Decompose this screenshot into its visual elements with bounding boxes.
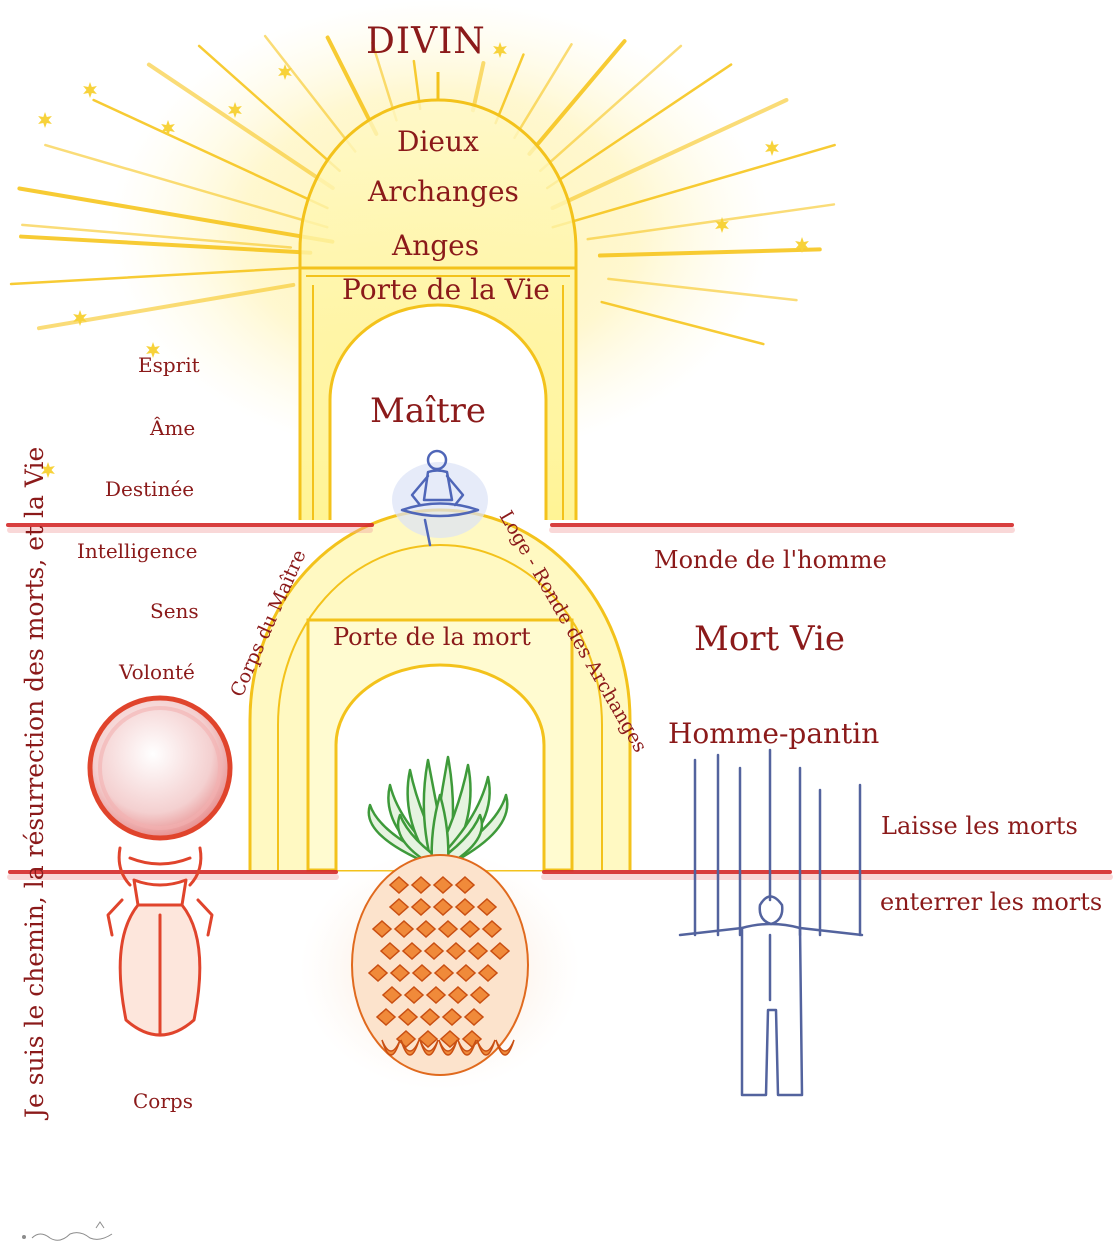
gate-life: Porte de la Vie [342,276,550,304]
signature-icon [23,1222,113,1240]
left-item-volonte: Volonté [119,662,195,682]
tier-archanges: Archanges [368,178,519,206]
master-label: Maître [370,394,486,428]
left-item-destinee: Destinée [105,479,194,499]
sphere-icon [90,698,230,838]
left-margin-quote: Je suis le chemin, la résurrection des m… [22,447,47,1118]
left-item-corps: Corps [133,1091,193,1111]
quote-line-1: Laisse les morts [881,814,1078,838]
puppet-icon [680,750,862,1095]
star-icon [83,82,97,98]
left-item-ame: Âme [150,418,195,438]
gate-death: Porte de la mort [333,625,531,649]
quote-line-2: enterrer les morts [880,890,1102,914]
title-divin: DIVIN [366,24,486,60]
tier-dieux: Dieux [397,128,479,156]
tier-anges: Anges [392,232,479,260]
left-item-esprit: Esprit [138,355,200,375]
left-item-intelligence: Intelligence [77,541,197,561]
puppet-man: Homme-pantin [668,720,879,748]
star-icon [765,140,779,156]
star-icon [38,112,52,128]
world-of-man: Monde de l'homme [654,548,887,572]
left-item-sens: Sens [150,601,199,621]
death-life: Mort Vie [694,622,845,656]
